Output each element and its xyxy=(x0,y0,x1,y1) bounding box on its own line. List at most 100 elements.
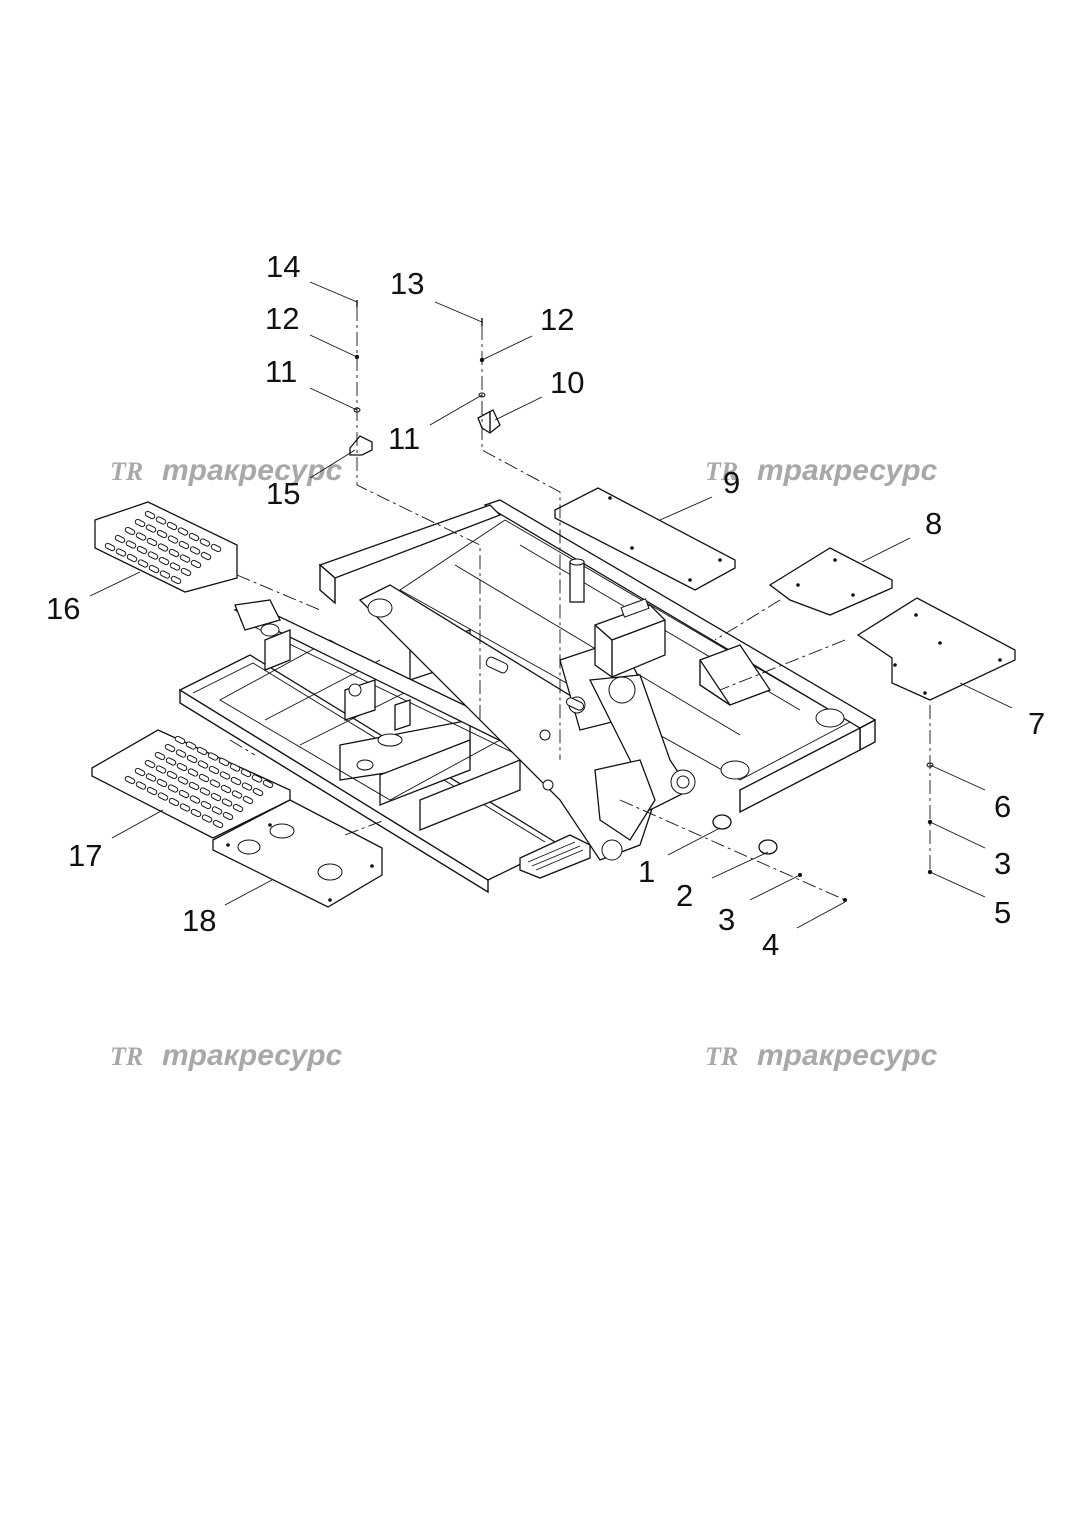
callout-10: 10 xyxy=(550,365,584,400)
plate-17-perforated xyxy=(91,729,291,839)
plate-slot xyxy=(170,575,182,585)
plate-slot xyxy=(189,546,201,555)
plate-slot xyxy=(201,814,213,823)
watermark-logo: TR xyxy=(705,1042,738,1071)
plate-slot xyxy=(212,819,224,829)
plate-slot xyxy=(158,556,170,566)
plate-slot xyxy=(135,532,147,541)
main-frame xyxy=(178,499,877,894)
plate-slot xyxy=(185,741,197,750)
plate-slot xyxy=(187,768,199,777)
part-15-bracket xyxy=(349,435,373,456)
watermark-bottom-right: TR тракресурс xyxy=(705,1039,938,1072)
plate-slot xyxy=(178,789,190,799)
plate-slot xyxy=(147,551,159,560)
watermark-logo: TR xyxy=(705,457,738,486)
plate-9-cover xyxy=(554,487,736,591)
plate-slot xyxy=(157,543,169,552)
plate-slot xyxy=(154,751,166,761)
plate-18-cover xyxy=(212,799,383,908)
callout-7: 7 xyxy=(1028,706,1045,741)
plate-slot xyxy=(155,765,167,774)
callout-labels: 1 2 3 3 4 5 6 7 8 9 10 11 11 12 12 13 14… xyxy=(46,249,1045,962)
plate-slot xyxy=(156,529,168,539)
plate-slot xyxy=(145,524,157,533)
watermark-text: тракресурс xyxy=(757,454,938,487)
plate-slot xyxy=(200,800,212,810)
callout-3-lower: 3 xyxy=(718,902,735,937)
plate-slot xyxy=(157,792,169,801)
callout-11-left: 11 xyxy=(265,354,297,389)
plate-slot xyxy=(188,532,200,542)
plate-slot xyxy=(177,776,189,785)
plate-slot xyxy=(155,516,167,525)
plate-slot xyxy=(189,795,201,804)
plate-slot xyxy=(146,537,158,547)
leader-lines xyxy=(89,281,1013,929)
callout-18: 18 xyxy=(182,903,216,938)
plate-slot xyxy=(137,559,149,568)
plate-slot xyxy=(144,510,156,520)
watermark-logo: TR xyxy=(110,1042,143,1071)
plate-slot xyxy=(179,803,191,812)
plate-slot xyxy=(262,779,274,789)
callout-16: 16 xyxy=(46,591,80,626)
plate-16-perforated xyxy=(94,501,238,593)
plate-slot xyxy=(207,752,219,761)
plate-slot xyxy=(177,527,189,536)
plate-slot xyxy=(241,782,253,791)
plate-slot xyxy=(125,540,137,549)
plate-slot xyxy=(168,797,180,807)
plate-slot xyxy=(124,775,136,785)
plate-slot xyxy=(188,781,200,791)
callout-14: 14 xyxy=(266,249,300,284)
callout-4: 4 xyxy=(762,927,779,962)
watermark-top-left: TR тракресурс xyxy=(110,454,343,487)
plate-slot xyxy=(186,754,198,764)
watermark-text: тракресурс xyxy=(162,454,343,487)
plate-slot xyxy=(165,757,177,766)
plate-slot xyxy=(167,535,179,544)
plate-slot xyxy=(242,795,254,805)
plate-slot xyxy=(126,553,138,563)
plate-slot xyxy=(156,778,168,788)
callout-2: 2 xyxy=(676,878,693,913)
callout-5: 5 xyxy=(994,895,1011,930)
part-2-pin xyxy=(758,839,778,855)
plate-slot xyxy=(222,811,234,821)
plate-slot xyxy=(190,559,202,569)
watermark-top-right: TR тракресурс xyxy=(705,454,938,487)
plate-slot xyxy=(166,770,178,780)
plate-slot xyxy=(134,518,146,528)
plate-slot xyxy=(178,540,190,550)
plate-slot xyxy=(199,538,211,547)
plate-slot xyxy=(169,562,181,571)
plate-slot xyxy=(167,784,179,793)
plate-slot xyxy=(190,808,202,818)
plate-slot xyxy=(196,746,208,756)
plate-slot xyxy=(146,786,158,796)
callout-9: 9 xyxy=(723,465,740,500)
plate-slot xyxy=(208,765,220,775)
plate-slot xyxy=(114,534,126,544)
plate-slot xyxy=(200,551,212,561)
watermark-text: тракресурс xyxy=(162,1039,343,1072)
plate-slot xyxy=(134,767,146,777)
plate-slot xyxy=(240,768,252,778)
plate-slot xyxy=(229,763,241,772)
watermark-text: тракресурс xyxy=(757,1039,938,1072)
callout-13: 13 xyxy=(390,266,424,301)
plate-slot xyxy=(144,759,156,769)
callout-17: 17 xyxy=(68,838,102,873)
step-tread xyxy=(527,841,584,871)
plate-7-cover xyxy=(856,597,1016,701)
plate-slot xyxy=(220,784,232,794)
plate-slot xyxy=(219,771,231,780)
plate-slot xyxy=(164,743,176,753)
plate-slot xyxy=(176,762,188,772)
callout-8: 8 xyxy=(925,506,942,541)
plate-slot xyxy=(135,781,147,790)
plate-16-slots xyxy=(104,510,222,585)
plate-slot xyxy=(180,567,192,577)
